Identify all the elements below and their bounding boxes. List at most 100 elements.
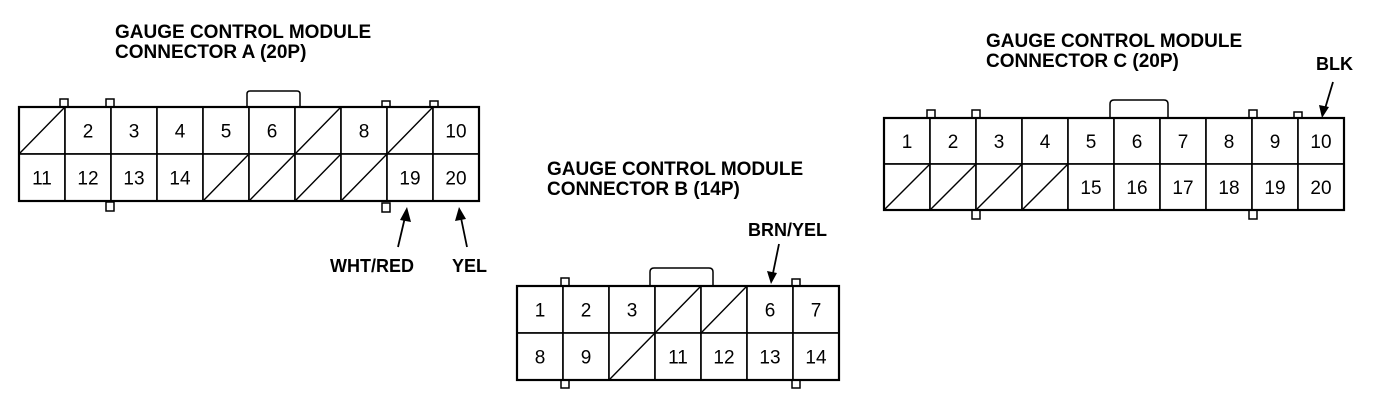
pin-cell: 2 <box>929 117 977 165</box>
pin-cell-box <box>64 153 112 202</box>
pin-number: 6 <box>1132 132 1143 153</box>
pin-cell <box>340 153 388 202</box>
pin-cell: 11 <box>18 153 66 202</box>
pin-cell-box <box>1251 163 1299 211</box>
pin-cell: 19 <box>1251 163 1299 211</box>
pin-cell: 3 <box>110 106 158 155</box>
pin-cell: 7 <box>1159 117 1207 165</box>
connector-b: GAUGE CONTROL MODULE CONNECTOR B (14P) 1… <box>515 159 841 389</box>
connector-b-title-line2: CONNECTOR B (14P) <box>547 179 740 200</box>
connector-a-latch-nub <box>381 202 391 213</box>
pin-cell <box>202 153 250 202</box>
pin-number: 7 <box>1178 132 1189 153</box>
unused-pin-slash <box>655 286 701 333</box>
pin-number: 6 <box>765 301 776 322</box>
connector-outline <box>515 284 841 382</box>
connector-a-tabs <box>59 90 439 213</box>
wire-callout-a-20: YEL <box>452 207 487 276</box>
unused-pin-slash <box>1022 164 1068 210</box>
pin-cell: 2 <box>562 285 610 334</box>
pin-number: 11 <box>668 348 688 369</box>
pin-cell: 1 <box>516 285 564 334</box>
connector-outline <box>882 116 1346 212</box>
connector-a-title-line2: CONNECTOR A (20P) <box>115 42 306 63</box>
pin-cell-box <box>1205 117 1253 165</box>
unused-pin-slash <box>19 107 65 154</box>
pin-cell-box <box>1159 163 1207 211</box>
pin-cell: 8 <box>516 332 564 381</box>
pin-cell: 1 <box>883 117 931 165</box>
pin-number: 2 <box>948 132 959 153</box>
pin-number: 7 <box>811 301 822 322</box>
unused-pin-slash <box>884 164 930 210</box>
pin-number: 12 <box>77 169 98 190</box>
pin-cell: 16 <box>1113 163 1161 211</box>
pin-number: 8 <box>535 348 546 369</box>
pin-number: 3 <box>627 301 638 322</box>
pin-number: 10 <box>1310 132 1331 153</box>
pin-cell <box>975 163 1023 211</box>
pin-number: 9 <box>581 348 592 369</box>
unused-pin-slash <box>609 333 655 380</box>
pin-cell: 10 <box>1297 117 1345 165</box>
unused-pin-slash <box>341 154 387 201</box>
pin-cell-box <box>975 117 1023 165</box>
pin-cell: 5 <box>202 106 250 155</box>
pin-cell-box <box>654 332 702 381</box>
pin-cell: 6 <box>1113 117 1161 165</box>
connector-b-wire-arrowhead <box>767 271 777 284</box>
pin-cell-box <box>156 153 204 202</box>
pin-cell-box <box>792 332 840 381</box>
pin-cell: 9 <box>1251 117 1299 165</box>
pin-cell-box <box>432 153 480 202</box>
unused-pin-slash <box>701 286 747 333</box>
pin-number: 12 <box>713 348 734 369</box>
connector-b-wire-label-6: BRN/YEL <box>748 220 827 240</box>
pin-number: 19 <box>399 169 420 190</box>
wire-callout-a-19: WHT/RED <box>330 207 414 276</box>
pin-number: 14 <box>805 348 827 369</box>
pin-cell-box <box>1067 117 1115 165</box>
pin-cell: 13 <box>110 153 158 202</box>
pin-cell: 18 <box>1205 163 1253 211</box>
pin-number: 1 <box>535 301 546 322</box>
pin-number: 13 <box>759 348 780 369</box>
pin-cell-box <box>1205 163 1253 211</box>
pin-cell: 17 <box>1159 163 1207 211</box>
pin-number: 3 <box>994 132 1005 153</box>
connector-c-wire-label-10: BLK <box>1316 54 1353 74</box>
pin-number: 4 <box>175 122 186 143</box>
connector-a-wire-arrowhead <box>400 207 411 222</box>
pin-cell: 11 <box>654 332 702 381</box>
pin-cell: 14 <box>792 332 840 381</box>
pin-number: 15 <box>1080 178 1101 199</box>
unused-pin-slash <box>203 154 249 201</box>
pin-cell: 2 <box>64 106 112 155</box>
pin-number: 13 <box>123 169 144 190</box>
pin-cell: 14 <box>156 153 204 202</box>
pin-number: 5 <box>221 122 232 143</box>
pin-number: 2 <box>581 301 592 322</box>
pin-cell: 6 <box>746 285 794 334</box>
connector-b-title-line1: GAUGE CONTROL MODULE <box>547 159 803 180</box>
wire-callout-c-10: BLK <box>1316 54 1353 118</box>
pin-cell <box>929 163 977 211</box>
pin-cell <box>883 163 931 211</box>
pin-number: 4 <box>1040 132 1051 153</box>
pin-number: 5 <box>1086 132 1097 153</box>
pin-cell: 4 <box>156 106 204 155</box>
unused-pin-slash <box>295 154 341 201</box>
pin-number: 2 <box>83 122 94 143</box>
pin-cell: 8 <box>340 106 388 155</box>
pin-cell-box <box>386 153 434 202</box>
pin-number: 18 <box>1218 178 1239 199</box>
pin-number: 20 <box>1310 178 1331 199</box>
pin-cell: 7 <box>792 285 840 334</box>
pin-cell <box>654 285 702 334</box>
connector-a-wire-arrowhead <box>455 207 466 221</box>
pin-cell: 9 <box>562 332 610 381</box>
pin-cell: 12 <box>700 332 748 381</box>
